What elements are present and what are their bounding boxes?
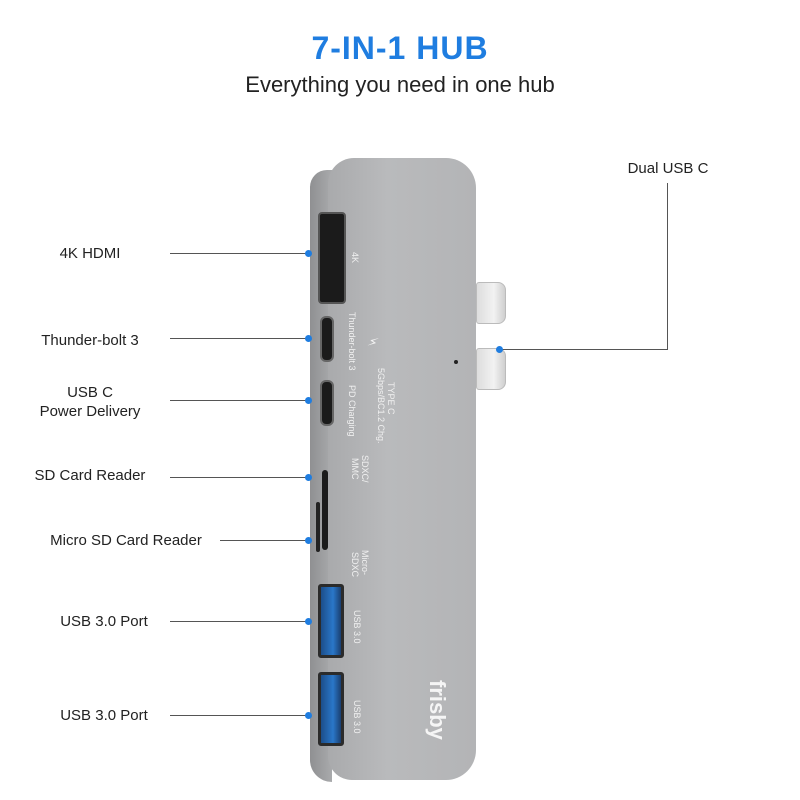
sd-card-slot	[322, 470, 328, 550]
engraving-mmc: MMC	[350, 458, 360, 480]
callout-usb-c-line1: USB C	[67, 384, 113, 401]
callout-dot-icon	[305, 712, 312, 719]
callout-dot-icon	[305, 397, 312, 404]
callout-dot-icon	[305, 618, 312, 625]
engraving-thunderbolt: Thunder-bolt 3	[347, 312, 357, 371]
callout-dot-icon	[305, 474, 312, 481]
usb-a-port-1	[318, 584, 344, 658]
engraving-4k: 4K	[350, 252, 360, 264]
engraving-usb30-1: USB 3.0	[352, 610, 362, 644]
engraving-sdxc: SDXC/	[360, 455, 370, 483]
callout-4k-hdmi: 4K HDMI	[59, 245, 121, 262]
leader-line	[170, 338, 308, 339]
callout-sd-card: SD Card Reader	[34, 467, 146, 484]
callout-microsd-card: Micro SD Card Reader	[50, 532, 202, 549]
leader-line	[170, 477, 308, 478]
callout-usb-c-line2: Power Delivery	[39, 403, 141, 420]
leader-line	[170, 621, 308, 622]
leader-line	[170, 253, 308, 254]
leader-line	[500, 349, 668, 350]
thunderbolt-port	[320, 316, 334, 362]
callout-dot-icon	[305, 335, 312, 342]
usb-a-port-2	[318, 672, 344, 746]
engraving-type-c-speed: 5Gbps/BC1.2 Chg.	[376, 368, 386, 444]
microsd-card-slot	[316, 502, 320, 552]
engraving-pd-charging: PD Charging	[347, 385, 357, 437]
engraving-usb30-2: USB 3.0	[352, 700, 362, 734]
engraving-microsdxc: SDXC	[350, 552, 360, 578]
callout-usb30-port-2: USB 3.0 Port	[60, 707, 148, 724]
callout-dual-usb-c: Dual USB C	[627, 160, 709, 177]
leader-line	[220, 540, 308, 541]
usb-c-plug-top	[476, 282, 506, 324]
leader-line	[170, 715, 308, 716]
status-led	[454, 360, 458, 364]
page-title: 7-IN-1 HUB	[311, 30, 489, 66]
callout-thunderbolt: Thunder-bolt 3	[41, 332, 139, 349]
page-subtitle: Everything you need in one hub	[245, 72, 555, 97]
engraving-type-c: TYPE C	[386, 382, 396, 415]
brand-logo: frisby	[425, 680, 450, 740]
leader-line-vertical	[667, 183, 668, 350]
callout-dot-icon	[305, 537, 312, 544]
callout-usb30-port-1: USB 3.0 Port	[60, 613, 148, 630]
leader-line	[170, 400, 308, 401]
hub-face	[328, 158, 476, 780]
callout-usb-c-pd: USB C Power Delivery	[20, 383, 160, 421]
hdmi-port	[318, 212, 346, 304]
usb-c-plug-bottom	[476, 348, 506, 390]
callout-dot-icon	[496, 346, 503, 353]
callout-dot-icon	[305, 250, 312, 257]
engraving-micro: Micro-	[360, 550, 370, 575]
usb-c-pd-port	[320, 380, 334, 426]
